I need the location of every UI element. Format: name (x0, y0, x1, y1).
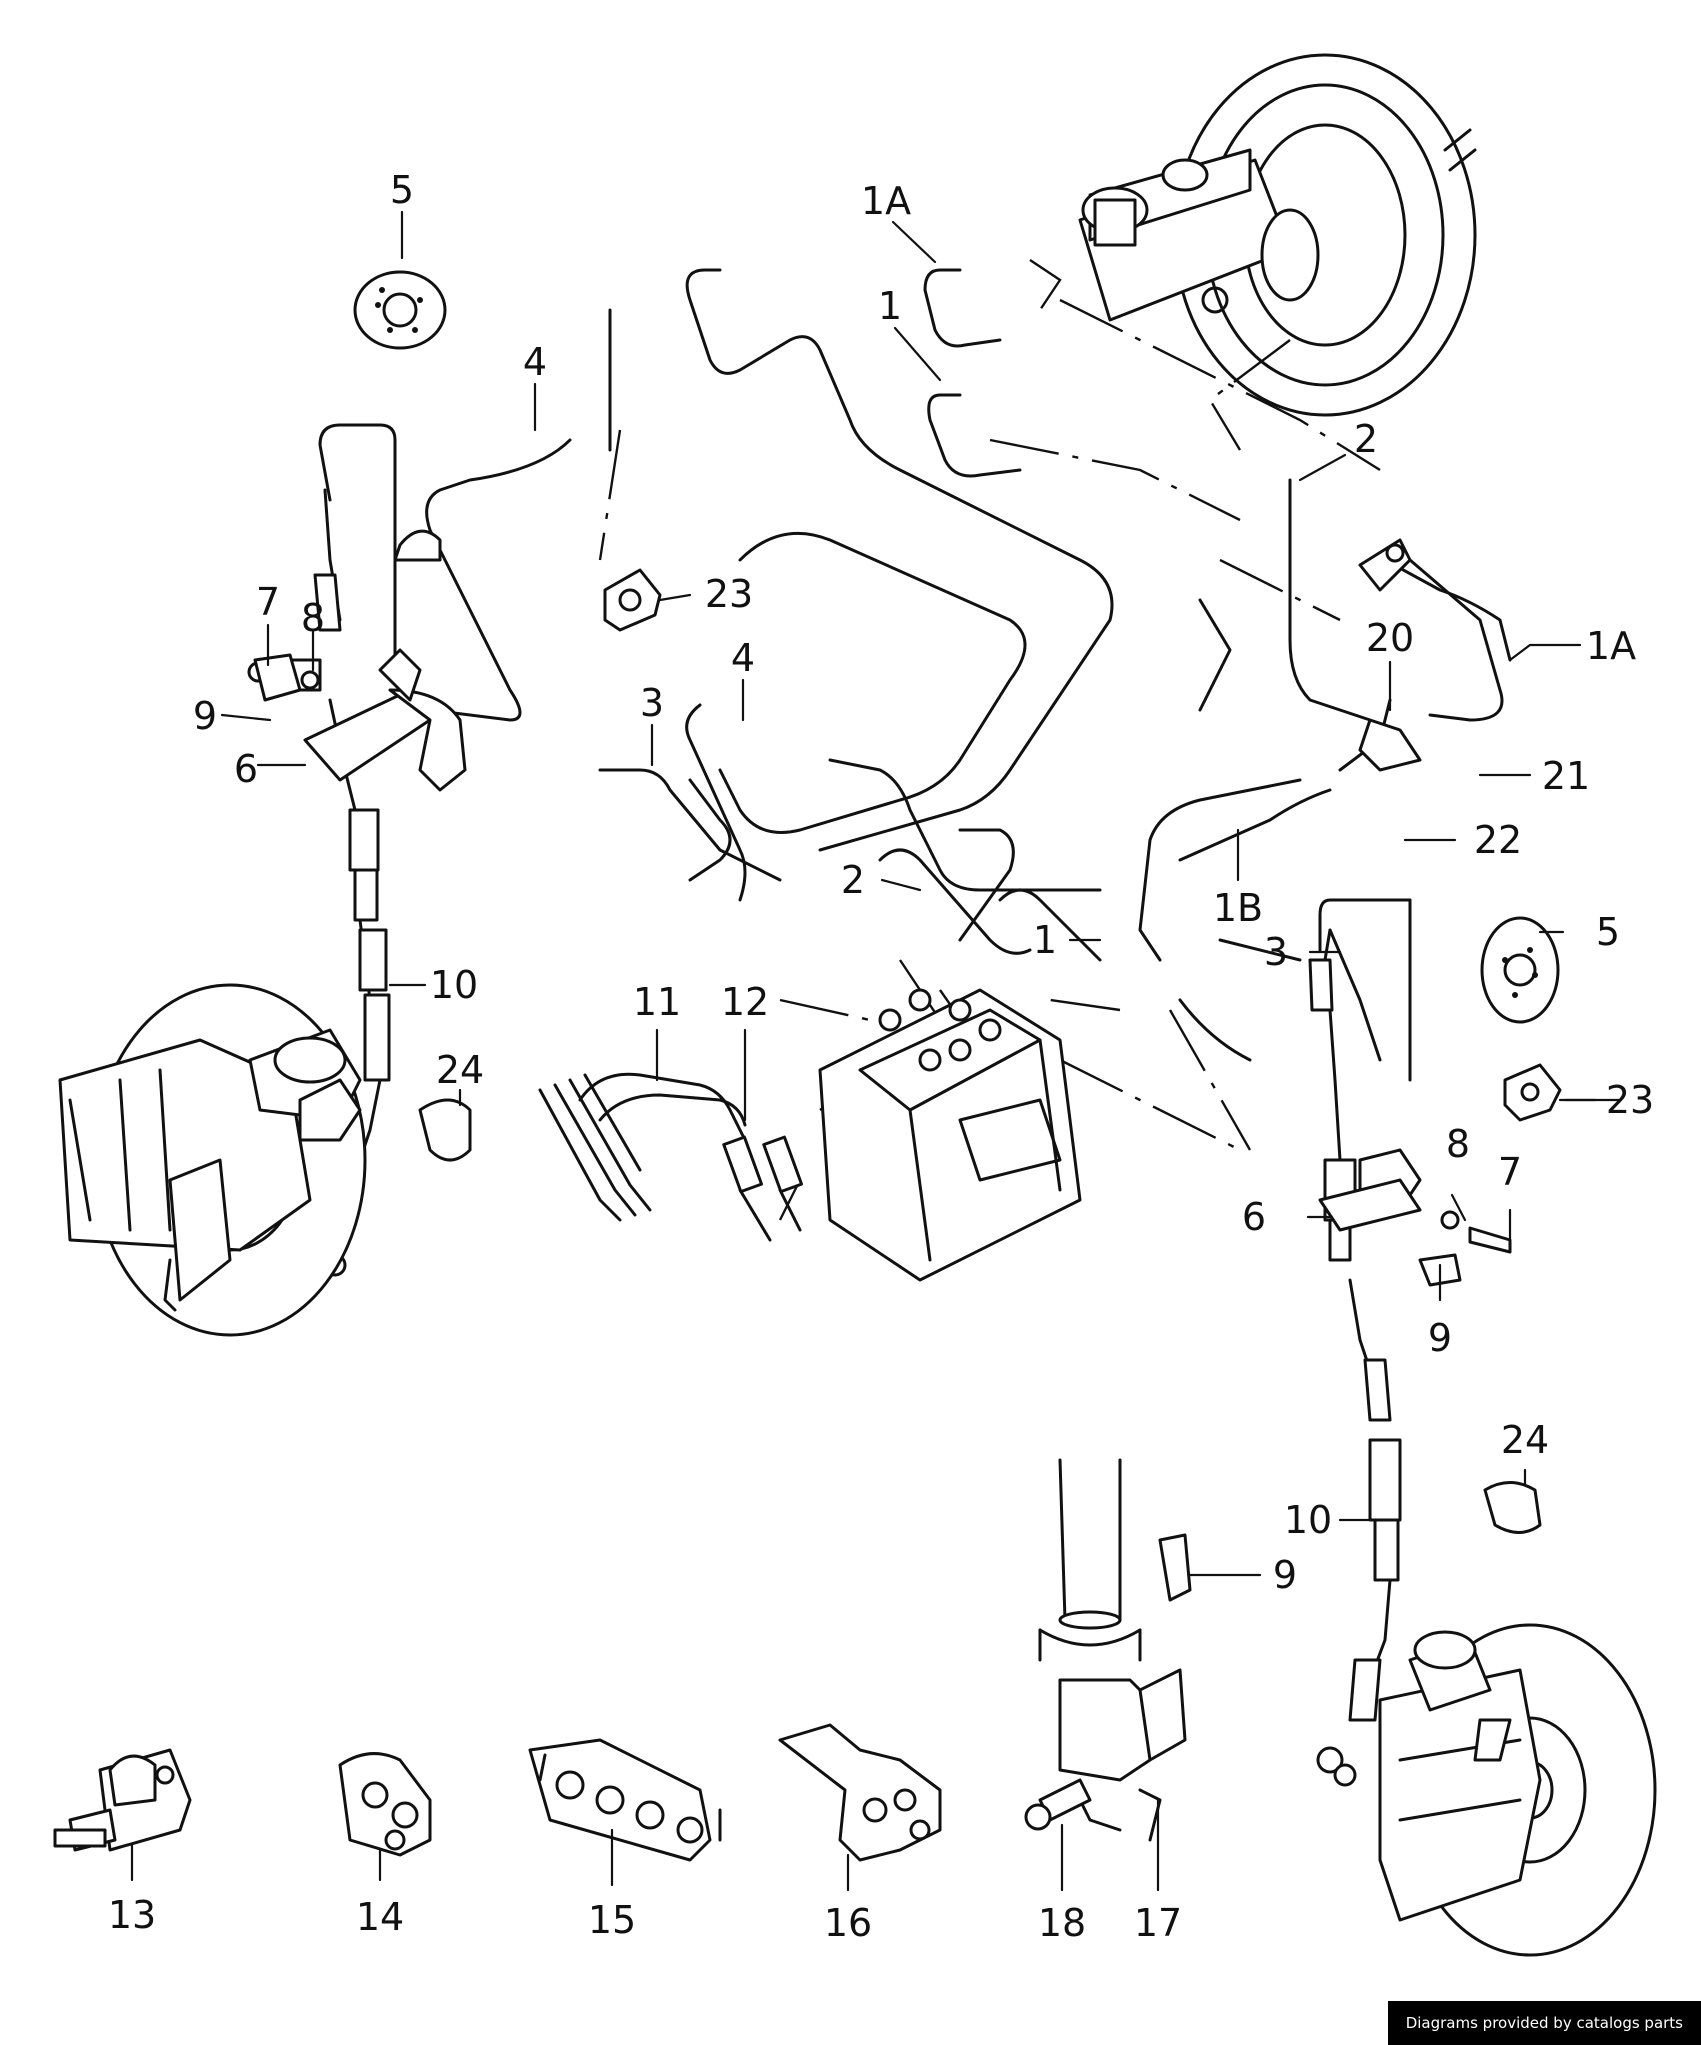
callout-10: 10 (429, 963, 479, 1007)
callout-1: 1 (877, 284, 903, 328)
callout-24: 24 (1500, 1418, 1550, 1462)
callout-22: 22 (1473, 818, 1523, 862)
callout-13: 13 (107, 1893, 157, 1937)
callout-9: 9 (1272, 1553, 1298, 1597)
left-caliper (58, 983, 367, 1337)
callout-5: 5 (389, 168, 415, 212)
callout-5: 5 (1595, 910, 1621, 954)
callout-18: 18 (1037, 1901, 1087, 1945)
callout-1A: 1A (860, 179, 912, 223)
callout-15: 15 (587, 1898, 637, 1942)
callout-23: 23 (704, 572, 754, 616)
callout-leaders (130, 210, 1622, 1892)
right-bracket-parts (1158, 916, 1562, 1602)
callout-3: 3 (1263, 930, 1289, 974)
callout-7: 7 (1497, 1150, 1523, 1194)
callout-1B: 1B (1212, 886, 1264, 930)
credit-banner: Diagrams provided by catalogs parts (1387, 2001, 1701, 2045)
callout-20: 20 (1365, 616, 1415, 660)
callout-8: 8 (1445, 1122, 1471, 1166)
callout-21: 21 (1541, 754, 1591, 798)
callout-23: 23 (1605, 1078, 1655, 1122)
callout-24: 24 (435, 1048, 485, 1092)
right-caliper (1378, 1623, 1657, 1957)
clip-16 (778, 1723, 942, 1862)
callout-16: 16 (823, 1901, 873, 1945)
callout-4: 4 (522, 340, 548, 384)
rear-bracket (1024, 1668, 1187, 1842)
left-bracket-parts (253, 270, 662, 1162)
callout-1A: 1A (1585, 624, 1637, 668)
callout-4: 4 (730, 636, 756, 680)
clip-13 (53, 1748, 192, 1852)
callout-11: 11 (632, 980, 682, 1024)
callout-8: 8 (300, 596, 326, 640)
callout-1: 1 (1032, 918, 1058, 962)
callout-12: 12 (720, 980, 770, 1024)
callout-2: 2 (840, 858, 866, 902)
clip-14 (338, 1752, 432, 1857)
callout-14: 14 (355, 1895, 405, 1939)
abs-unit (818, 988, 1082, 1282)
clip-15 (528, 1738, 722, 1862)
brake-pipes (318, 268, 1512, 1082)
callout-10: 10 (1283, 1498, 1333, 1542)
right-strut (1038, 1458, 1142, 1662)
callout-6: 6 (1241, 1195, 1267, 1239)
master-cylinder (1078, 148, 1320, 322)
callout-7: 7 (255, 580, 281, 624)
callout-17: 17 (1133, 1901, 1183, 1945)
callout-9: 9 (192, 694, 218, 738)
center-pipe-bundle (538, 1072, 804, 1242)
callout-2: 2 (1353, 417, 1379, 461)
callout-9: 9 (1427, 1316, 1453, 1360)
callout-6: 6 (233, 747, 259, 791)
callout-3: 3 (639, 681, 665, 725)
